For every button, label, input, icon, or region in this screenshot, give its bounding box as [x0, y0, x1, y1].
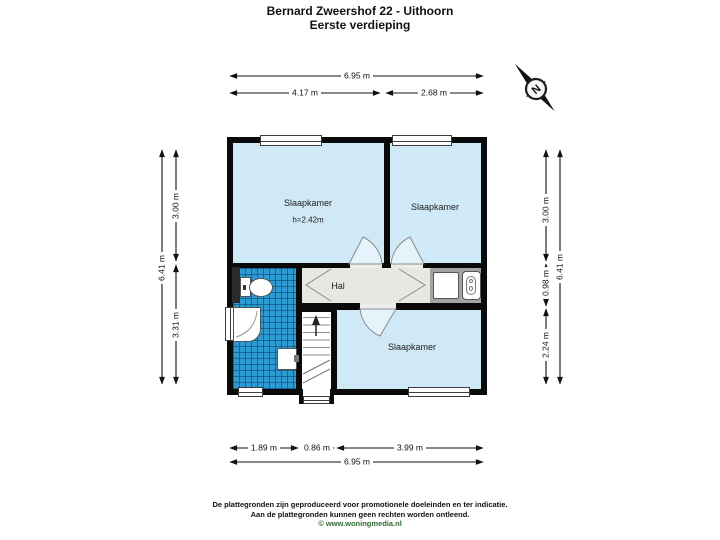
stairwell-bumpout-floor — [303, 389, 330, 398]
dim-bottom-total: 6.95 m — [341, 456, 373, 468]
bedroom-3-label: Slaapkamer — [387, 342, 437, 352]
window-stairwell — [303, 396, 330, 404]
compass-icon: N — [514, 63, 555, 112]
door-opening-bedroom-1 — [350, 263, 382, 268]
door-opening-bedroom-2 — [391, 263, 423, 268]
bedroom-1-label: Slaapkamer — [283, 198, 333, 208]
dim-top-left: 4.17 m — [289, 87, 321, 99]
dim-top-right: 2.68 m — [418, 87, 450, 99]
disclaimer-line-2: Aan de plattegronden kunnen geen rechten… — [250, 509, 470, 519]
hallway-label: Hal — [331, 281, 345, 291]
washing-machine-drum — [466, 276, 476, 295]
window-bedroom-2 — [392, 135, 452, 146]
toilet-flush-button — [243, 285, 246, 290]
window-bathroom — [238, 387, 263, 397]
bathroom-duct — [232, 267, 240, 303]
dim-right-seg3: 2.24 m — [540, 329, 552, 361]
compass-north-label: N — [530, 83, 544, 97]
dim-right-seg2: 0.98 m — [540, 267, 552, 299]
window-bedroom-3 — [408, 387, 470, 397]
page-title: Bernard Zweershof 22 - Uithoorn Eerste v… — [0, 4, 720, 32]
floor-subtitle: Eerste verdieping — [309, 18, 411, 32]
shower-icon — [233, 307, 261, 342]
toilet-bowl-icon — [249, 278, 273, 297]
address-title: Bernard Zweershof 22 - Uithoorn — [266, 4, 454, 18]
dim-left-seg2: 3.31 m — [170, 309, 182, 341]
disclaimer: De plattegronden zijn geproduceerd voor … — [0, 500, 720, 529]
dim-right-total: 6.41 m — [554, 251, 566, 283]
dim-left-total: 6.41 m — [156, 252, 168, 284]
appliance-icon — [433, 272, 459, 299]
dim-top-total: 6.95 m — [341, 70, 373, 82]
dim-bottom-seg1: 1.89 m — [248, 442, 280, 454]
sink-faucet — [294, 355, 299, 362]
stair-steps — [303, 317, 330, 362]
washing-machine-icon — [462, 271, 481, 300]
door-opening-bedroom-3 — [360, 303, 396, 310]
disclaimer-line-1: De plattegronden zijn geproduceerd voor … — [212, 500, 508, 509]
hallway — [302, 268, 430, 303]
window-bedroom-1 — [260, 135, 322, 146]
bedroom-1-height-note: h=2.42m — [292, 215, 324, 225]
dim-left-seg1: 3.00 m — [170, 190, 182, 222]
dim-right-seg1: 3.00 m — [540, 194, 552, 226]
dim-bottom-seg3: 3.99 m — [394, 442, 426, 454]
dim-bottom-seg2: 0.86 m — [301, 442, 333, 454]
credit-link: © www.woningmedia.nl — [318, 519, 402, 528]
bedroom-2-label: Slaapkamer — [410, 202, 460, 212]
